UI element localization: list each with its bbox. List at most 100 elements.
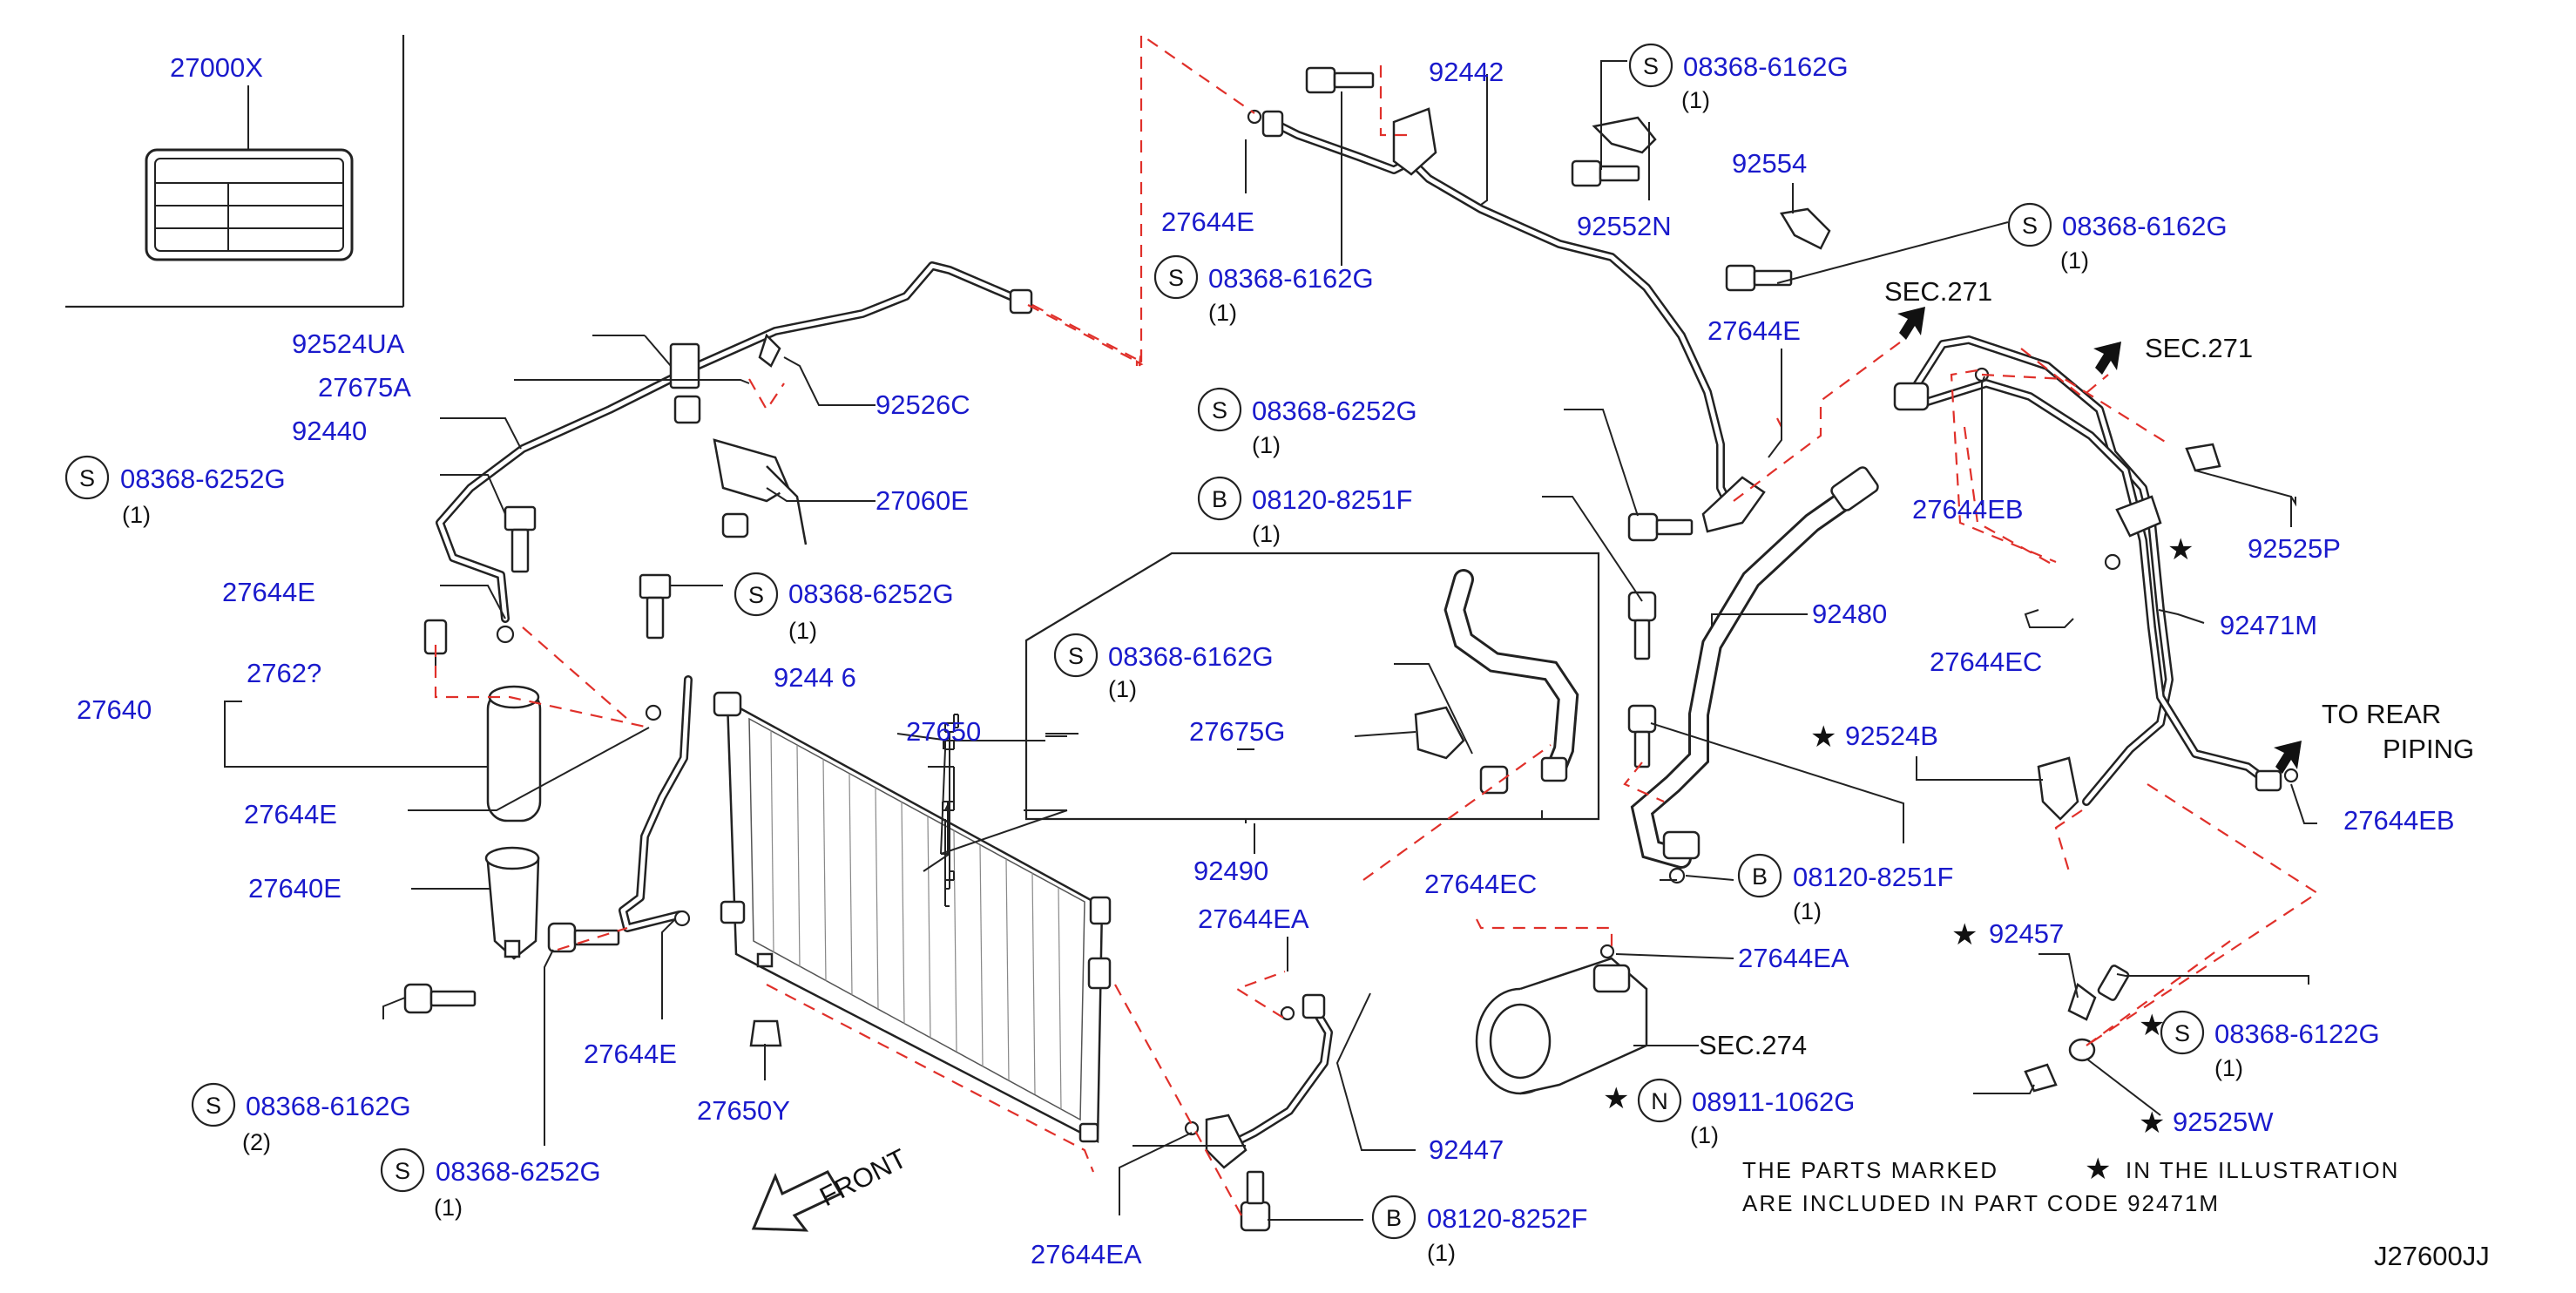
svg-text:S: S bbox=[395, 1158, 410, 1184]
front-label: FRONT bbox=[815, 1143, 911, 1213]
part-92457[interactable]: 92457 bbox=[1989, 918, 2064, 949]
callout-s-08368-6122G[interactable]: S 08368-6122G (1) bbox=[2160, 1010, 2380, 1081]
svg-text:N: N bbox=[1651, 1088, 1668, 1114]
part-27644EB-upper[interactable]: 27644EB bbox=[1912, 494, 2024, 525]
part-27640E[interactable]: 27640E bbox=[248, 873, 341, 904]
svg-text:S: S bbox=[748, 582, 764, 608]
receiver-drier-27640-drawing bbox=[423, 619, 542, 823]
bolt-icon bbox=[1725, 264, 1793, 292]
svg-text:08120-8251F: 08120-8251F bbox=[1793, 862, 1953, 892]
part-27644EC-right[interactable]: 27644EC bbox=[1930, 646, 2042, 677]
callout-s-08368-6162G-right[interactable]: S 08368-6162G (1) bbox=[2007, 202, 2228, 274]
part-27644EA-compressor[interactable]: 27644EA bbox=[1738, 943, 1849, 973]
part-27644EB-lower[interactable]: 27644EB bbox=[2343, 805, 2455, 836]
callout-s-08368-6162G-bottom-left[interactable]: S 08368-6162G (2) bbox=[191, 1082, 411, 1155]
n-symbol-icon bbox=[1637, 1078, 1682, 1123]
callout-b-08120-8252F[interactable]: B 08120-8252F (1) bbox=[1371, 1195, 1587, 1266]
pipe-92447-drawing bbox=[1184, 993, 1333, 1169]
part-27675A[interactable]: 27675A bbox=[318, 372, 411, 403]
part-92524UA[interactable]: 92524UA bbox=[292, 328, 405, 359]
s-symbol-icon bbox=[1197, 387, 1242, 432]
callout-s-08368-6162G-top-center[interactable]: S 08368-6162G (1) bbox=[1153, 254, 1374, 326]
ref-sec274[interactable]: SEC.274 bbox=[1699, 1030, 1807, 1060]
part-92480[interactable]: 92480 bbox=[1812, 599, 1887, 629]
s-symbol-icon bbox=[734, 572, 779, 617]
part-27650Y[interactable]: 27650Y bbox=[697, 1095, 790, 1126]
svg-text:S: S bbox=[1643, 53, 1659, 79]
svg-text:08368-6162G: 08368-6162G bbox=[1683, 51, 1849, 82]
part-27644EA-bottom[interactable]: 27644EA bbox=[1031, 1239, 1142, 1269]
callout-s-08368-6162G-box[interactable]: S 08368-6162G (1) bbox=[1053, 633, 1274, 702]
part-92440[interactable]: 92440 bbox=[292, 416, 367, 446]
part-92554[interactable]: 92554 bbox=[1732, 148, 1807, 179]
callout-s-08368-6252G-left[interactable]: S 08368-6252G (1) bbox=[64, 455, 286, 528]
part-27644E-mid[interactable]: 27644E bbox=[1707, 315, 1801, 346]
part-27650[interactable]: 27650 bbox=[906, 716, 981, 747]
note-line2: ARE INCLUDED IN PART CODE 92471M bbox=[1742, 1190, 2220, 1216]
s-symbol-icon bbox=[191, 1082, 236, 1127]
svg-text:(1): (1) bbox=[1690, 1122, 1719, 1148]
part-92525P[interactable]: 92525P bbox=[2248, 533, 2341, 564]
b-symbol-icon bbox=[1737, 853, 1782, 898]
svg-text:B: B bbox=[1212, 486, 1227, 512]
pipe-92471M-drawing bbox=[1893, 335, 2299, 1093]
part-27640[interactable]: 27640 bbox=[77, 694, 152, 725]
part-27644EA-upper[interactable]: 27644EA bbox=[1198, 904, 1309, 934]
svg-text:S: S bbox=[1068, 643, 1084, 669]
condenser-pipe-drawing bbox=[619, 675, 693, 932]
callout-b-08120-8251F-right[interactable]: B 08120-8251F (1) bbox=[1737, 853, 1953, 924]
part-27644E-left-upper[interactable]: 27644E bbox=[222, 577, 315, 607]
svg-text:08368-6252G: 08368-6252G bbox=[436, 1156, 601, 1187]
bracket-27640E-drawing bbox=[484, 846, 540, 960]
ref-sec271-upper[interactable]: SEC.271 bbox=[1884, 276, 1992, 307]
part-27644E-bottom[interactable]: 27644E bbox=[584, 1039, 677, 1069]
ref-sec271-right[interactable]: SEC.271 bbox=[2145, 333, 2253, 363]
part-92526C[interactable]: 92526C bbox=[876, 389, 970, 420]
svg-text:(1): (1) bbox=[434, 1195, 463, 1221]
star-icon: ★ bbox=[1810, 720, 1836, 755]
condenser-27650-drawing bbox=[713, 691, 1112, 1144]
s-symbol-icon bbox=[2007, 202, 2052, 247]
part-92471M[interactable]: 92471M bbox=[2220, 610, 2317, 640]
callout-b-08120-8251F-mid[interactable]: B 08120-8251F (1) bbox=[1197, 476, 1412, 547]
svg-text:08120-8252F: 08120-8252F bbox=[1427, 1203, 1587, 1234]
svg-text:08120-8251F: 08120-8251F bbox=[1252, 484, 1412, 515]
part-27644EC-center[interactable]: 27644EC bbox=[1424, 869, 1537, 899]
star-icon: ★ bbox=[2139, 1106, 2165, 1141]
s-symbol-icon bbox=[64, 455, 110, 500]
callout-s-08368-6252G-bottom[interactable]: S 08368-6252G (1) bbox=[380, 1147, 601, 1221]
part-92525W[interactable]: 92525W bbox=[2173, 1107, 2274, 1137]
svg-text:(1): (1) bbox=[1108, 676, 1137, 702]
part-92447[interactable]: 92447 bbox=[1429, 1134, 1504, 1165]
star-icon: ★ bbox=[2085, 1152, 2111, 1187]
part-27644E-left-lower[interactable]: 27644E bbox=[244, 799, 337, 829]
part-92442[interactable]: 92442 bbox=[1429, 57, 1504, 87]
svg-text:08368-6162G: 08368-6162G bbox=[246, 1091, 411, 1121]
star-icon: ★ bbox=[2167, 532, 2194, 567]
bracket-92552N-icon bbox=[1592, 116, 1657, 154]
part-27060E[interactable]: 27060E bbox=[876, 485, 969, 516]
sec271-arrow-icon bbox=[1897, 307, 1925, 340]
part-label-fragment-mid: 9244 6 bbox=[774, 662, 856, 693]
part-92552N[interactable]: 92552N bbox=[1577, 211, 1672, 241]
note-line1-start: THE PARTS MARKED bbox=[1742, 1157, 1998, 1183]
b-symbol-icon bbox=[1371, 1195, 1416, 1240]
part-92490[interactable]: 92490 bbox=[1193, 856, 1268, 886]
callout-n-08911-1062G[interactable]: N 08911-1062G (1) bbox=[1637, 1078, 1855, 1148]
callout-s-08368-6252G-center[interactable]: S 08368-6252G (1) bbox=[734, 572, 954, 644]
part-label-fragment-left: 2762? bbox=[247, 658, 321, 688]
callout-s-08368-6162G-top-right[interactable]: S 08368-6162G (1) bbox=[1628, 43, 1849, 113]
bolt-icon bbox=[1305, 66, 1375, 94]
part-92524B[interactable]: 92524B bbox=[1845, 721, 1938, 751]
part-27675G[interactable]: 27675G bbox=[1189, 716, 1285, 747]
part-27644E-top[interactable]: 27644E bbox=[1161, 206, 1254, 237]
svg-text:(1): (1) bbox=[1252, 432, 1281, 458]
callout-s-08368-6252G-mid[interactable]: S 08368-6252G (1) bbox=[1197, 387, 1417, 458]
part-27000X[interactable]: 27000X bbox=[170, 52, 263, 83]
svg-text:S: S bbox=[206, 1093, 221, 1119]
svg-text:S: S bbox=[2022, 213, 2038, 239]
svg-text:(1): (1) bbox=[1252, 521, 1281, 547]
svg-text:(2): (2) bbox=[242, 1129, 271, 1155]
svg-text:08368-6252G: 08368-6252G bbox=[1252, 396, 1417, 426]
mount-27650Y-icon bbox=[749, 1019, 782, 1047]
